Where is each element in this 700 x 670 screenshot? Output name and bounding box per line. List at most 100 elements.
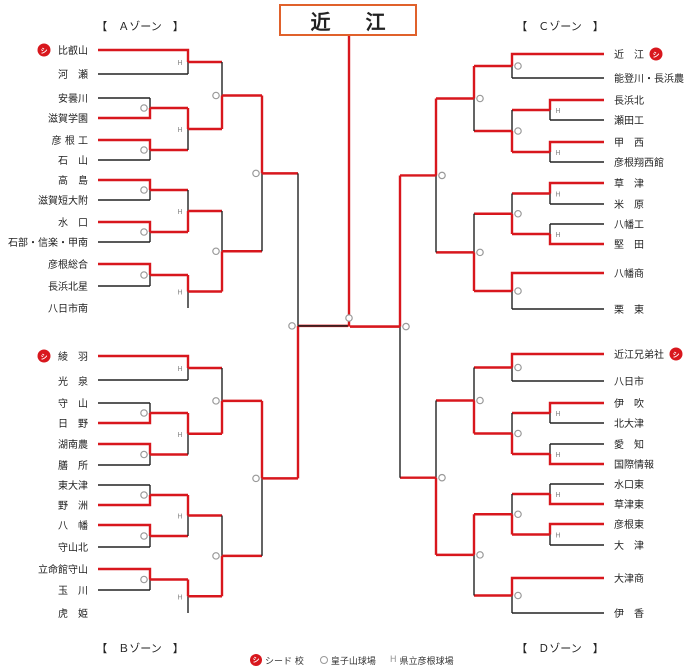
team-name: 日 野 [58, 418, 88, 430]
hikone-venue-mark: H [555, 107, 560, 115]
koshien-venue-mark [402, 322, 410, 331]
koshien-venue-mark [252, 169, 260, 178]
seed-badge: シ [669, 347, 683, 361]
team-name: 野 洲 [58, 500, 88, 512]
koshien-venue-mark [345, 314, 353, 322]
bracket-line [98, 178, 152, 190]
bracket-lines [98, 36, 604, 614]
bracket-line [98, 262, 152, 275]
bracket-line [548, 494, 604, 506]
hikone-venue-mark: H [177, 59, 182, 67]
seed-mark: シ [41, 47, 48, 55]
hikone-venue-mark: H [555, 231, 560, 239]
team-name: 北大津 [614, 417, 644, 430]
team-name: 水口東 [614, 478, 644, 491]
team-name: 立命館守山 [38, 563, 88, 576]
team-name: 玉 川 [58, 586, 88, 597]
team-name: 長浜北 [614, 95, 644, 107]
champion-box: 近 江 [279, 4, 417, 36]
bracket-line [98, 413, 152, 425]
team-name: 東大津 [58, 479, 88, 492]
team-name: 高 島 [58, 174, 88, 187]
koshien-venue-mark [438, 171, 446, 180]
team-name: 長浜北星 [48, 281, 88, 293]
koshien-venue-mark [514, 429, 522, 438]
team-name: 石部・信楽・甲南 [8, 236, 88, 249]
koshien-venue-mark [514, 363, 522, 372]
koshien-venue-mark [212, 91, 220, 100]
team-name: 比叡山 [58, 44, 88, 57]
hikone-venue-mark: H [177, 208, 182, 216]
team-name: 八日市南 [48, 302, 88, 315]
seed-badge: シ [37, 43, 51, 57]
team-name: 栗 東 [614, 303, 644, 316]
champion-name: 近 江 [310, 9, 400, 34]
bracket-line [98, 108, 152, 120]
bracket-line [548, 98, 604, 110]
bracket-line [98, 442, 152, 455]
koshien-venue-mark [288, 322, 296, 330]
bracket-line [98, 567, 152, 580]
zone-b-label: 【 Ｂゾーン 】 [96, 642, 183, 655]
hikone-venue-mark: H [555, 451, 560, 459]
koshien-venue-mark [514, 62, 522, 70]
bracket-line [548, 454, 604, 466]
bracket-line [548, 234, 604, 246]
team-name: 八日市 [614, 375, 644, 388]
koshien-venue-mark [476, 396, 484, 405]
koshien-venue-mark [212, 552, 220, 560]
team-name: 滋賀短大附 [38, 194, 88, 207]
hikone-venue-mark: H [177, 513, 182, 521]
koshien-venue-mark [140, 228, 148, 236]
team-name: 彦根総合 [48, 258, 88, 271]
team-name: 安曇川 [58, 92, 88, 105]
team-name: 伊 香 [614, 608, 644, 620]
team-name: 愛 知 [614, 438, 644, 451]
team-name: 近 江 [614, 48, 644, 61]
team-name: 国際情報 [614, 458, 654, 471]
team-name: 米 原 [614, 198, 644, 211]
left-team-list: 比叡山 河 瀬 安曇川 滋賀学園 彦 根 工 石 山 高 島 滋賀短大附 水 口… [8, 44, 88, 620]
team-name: 守 山 [58, 397, 88, 410]
seed-mark: シ [653, 51, 660, 59]
zone-d-label: 【 Ｄゾーン 】 [516, 642, 603, 655]
legend-seed: シ シード 校 [250, 654, 304, 667]
koshien-venue-mark [514, 510, 522, 519]
team-name: 能登川・長浜農 [614, 72, 684, 85]
team-name: 石 山 [58, 155, 88, 167]
bracket-line [548, 522, 604, 535]
seed-icon: シ [250, 654, 262, 666]
bracket-line [548, 401, 604, 413]
hikone-venue-mark: H [177, 593, 182, 601]
hikone-venue-mark: H [177, 365, 182, 373]
koshien-venue-mark [140, 450, 148, 459]
team-name: 八 幡 [58, 519, 88, 532]
koshien-venue-mark [438, 473, 446, 482]
bracket-line [510, 52, 604, 66]
team-name: 水 口 [58, 217, 88, 229]
koshien-venue-mark [140, 491, 148, 499]
team-name: 大 津 [614, 539, 644, 552]
seed-badge: シ [649, 47, 663, 61]
legend-seed-label: シード 校 [265, 656, 304, 667]
right-team-list: 近 江 能登川・長浜農 長浜北 瀬田工 甲 西 彦根翔西館 草 津 米 原 八幡… [614, 48, 684, 620]
koshien-venue-mark [140, 186, 148, 194]
hikone-venue-mark: H [555, 191, 560, 199]
team-name: 八幡商 [614, 267, 644, 280]
koshien-venue-mark [140, 146, 148, 154]
koshien-venue-mark [140, 104, 148, 112]
koshien-venue-mark [476, 248, 484, 257]
bracket-line [548, 181, 604, 194]
legend-koshien: 皇子山球場 [319, 654, 376, 667]
hikone-venue-mark: H [555, 410, 560, 418]
team-name: 湖南農 [58, 438, 88, 451]
koshien-venue-mark [140, 271, 148, 279]
seed-badge: シ [37, 349, 51, 363]
team-name: 彦 根 工 [52, 134, 88, 147]
seed-mark: シ [41, 353, 48, 361]
team-name: 膳 所 [58, 459, 88, 472]
bracket-line [98, 138, 152, 150]
bracket-line [510, 271, 604, 291]
